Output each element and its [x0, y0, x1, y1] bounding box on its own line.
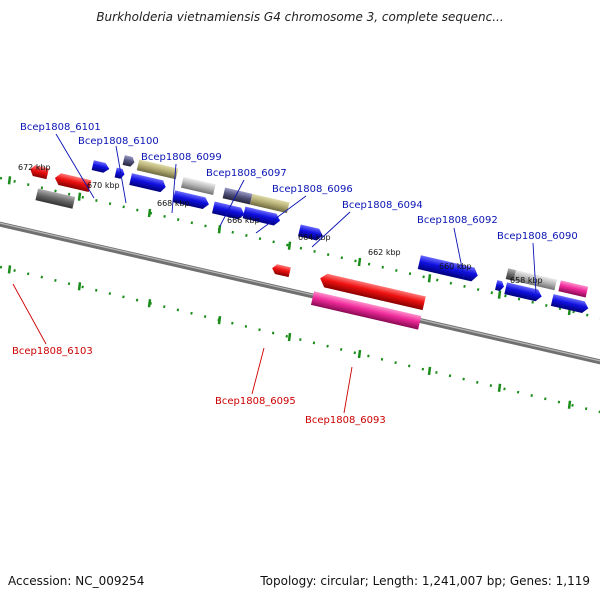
gene-label-6100[interactable]: Bcep1808_6100 [78, 136, 159, 147]
tick-label: 666 kbp [227, 216, 260, 225]
major-tick [147, 208, 152, 218]
gene-label-6094[interactable]: Bcep1808_6094 [342, 200, 423, 211]
label-leader [115, 145, 127, 204]
tick-label: 664 kbp [298, 233, 331, 242]
major-tick [287, 332, 292, 342]
major-tick [427, 366, 432, 376]
label-leader [453, 227, 465, 279]
gene-arrow [91, 160, 110, 173]
gene-label-6101[interactable]: Bcep1808_6101 [20, 122, 101, 133]
label-leader [343, 366, 353, 414]
gene-arrow [550, 294, 589, 314]
chromosome-backbone [0, 221, 600, 365]
gene-label-6095[interactable]: Bcep1808_6095 [215, 396, 296, 407]
gene-label-6103[interactable]: Bcep1808_6103 [12, 346, 93, 357]
label-leader [219, 179, 245, 227]
tick-label: 658 kbp [510, 276, 543, 285]
gene-label-6099[interactable]: Bcep1808_6099 [141, 152, 222, 163]
gene-arrow [495, 280, 504, 291]
gene-arrow [35, 188, 76, 209]
gene-arrow [54, 173, 92, 192]
label-leader [12, 283, 47, 345]
chromosome-backbone-highlight [0, 222, 600, 362]
gene-label-6097[interactable]: Bcep1808_6097 [206, 168, 287, 179]
gene-arrow [172, 190, 209, 210]
label-leader [532, 242, 537, 294]
label-leader [55, 133, 95, 199]
gene-label-6093[interactable]: Bcep1808_6093 [305, 415, 386, 426]
tick-label: 670 kbp [87, 181, 120, 190]
gene-arrow [180, 176, 216, 196]
gene-arrow [222, 187, 253, 205]
gene-arrow [136, 159, 179, 180]
gene-arrow [129, 173, 166, 193]
gene-arrow [504, 282, 542, 302]
label-leader [255, 195, 307, 234]
major-tick [7, 176, 12, 185]
major-tick [147, 299, 152, 308]
major-tick [287, 241, 292, 250]
label-leader [251, 347, 265, 395]
gene-arrow [505, 268, 517, 281]
accession-text: Accession: NC_009254 [8, 574, 145, 588]
gene-arrow [558, 280, 589, 298]
label-leader [171, 163, 177, 214]
major-tick [427, 274, 432, 283]
tick-label: 668 kbp [157, 199, 190, 208]
gene-arrow [310, 291, 422, 330]
label-leader [311, 211, 351, 248]
major-tick [217, 316, 222, 325]
map-title: Burkholderia vietnamiensis G4 chromosome… [96, 10, 504, 24]
major-tick [77, 282, 82, 291]
gene-label-6090[interactable]: Bcep1808_6090 [497, 231, 578, 242]
reverse-genes [30, 165, 426, 330]
major-tick [217, 225, 222, 234]
gene-arrow [249, 193, 290, 214]
gene-arrow [272, 264, 291, 278]
tick-label: 662 kbp [368, 248, 401, 257]
gene-label-6096[interactable]: Bcep1808_6096 [272, 184, 353, 195]
major-tick [357, 257, 362, 267]
inner-tick-ring [0, 265, 600, 414]
outer-tick-ring [0, 176, 600, 320]
major-tick [357, 349, 362, 359]
major-tick [567, 400, 572, 409]
major-tick [497, 290, 502, 299]
gene-arrow [30, 165, 49, 180]
gene-arrow [320, 273, 426, 311]
major-tick [497, 383, 502, 392]
gene-arrow [298, 224, 323, 241]
tick-label: 660 kbp [439, 262, 472, 271]
gene-arrow [242, 206, 281, 226]
tick-label: 672 kbp [18, 163, 51, 172]
gene-arrow [122, 155, 135, 167]
gene-arrow [417, 255, 478, 282]
major-tick [77, 192, 82, 201]
genome-summary-text: Topology: circular; Length: 1,241,007 bp… [260, 574, 590, 588]
gene-label-6092[interactable]: Bcep1808_6092 [417, 215, 498, 226]
major-tick [7, 265, 12, 274]
gene-arrow [114, 167, 125, 179]
